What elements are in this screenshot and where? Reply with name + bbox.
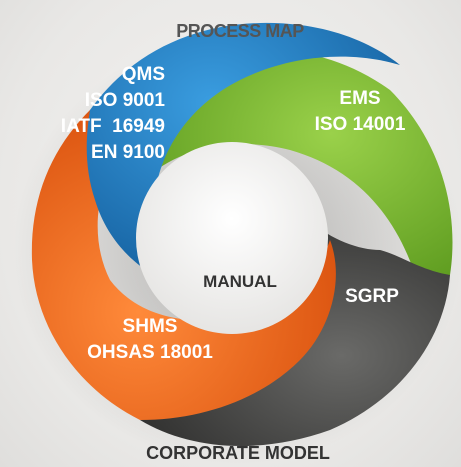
sgrp-segment (140, 220, 450, 447)
corporate-model-caption: CORPORATE MODEL (146, 443, 330, 463)
ems-label: EMS ISO 14001 (315, 88, 406, 135)
svg-text:QMS: QMS (122, 64, 165, 85)
manual-caption: MANUAL (203, 272, 277, 291)
svg-text:EN 9100: EN 9100 (91, 142, 165, 163)
process-map-caption: PROCESS MAP (176, 21, 304, 41)
qms-label: QMS ISO 9001 IATF 16949 EN 9100 (61, 64, 166, 163)
qms-segment (86, 22, 400, 291)
svg-text:ISO 9001: ISO 9001 (85, 90, 166, 111)
svg-text:IATF 16949: IATF 16949 (61, 116, 165, 137)
svg-text:SHMS: SHMS (123, 316, 178, 337)
shms-label: SHMS OHSAS 18001 (87, 316, 213, 363)
shms-segment (31, 110, 336, 420)
center-hole (136, 142, 328, 334)
svg-text:EMS: EMS (339, 88, 380, 109)
svg-text:OHSAS 18001: OHSAS 18001 (87, 342, 213, 363)
svg-text:ISO 14001: ISO 14001 (315, 114, 406, 135)
sgrp-label: SGRP (345, 286, 399, 307)
ems-segment (150, 49, 453, 291)
